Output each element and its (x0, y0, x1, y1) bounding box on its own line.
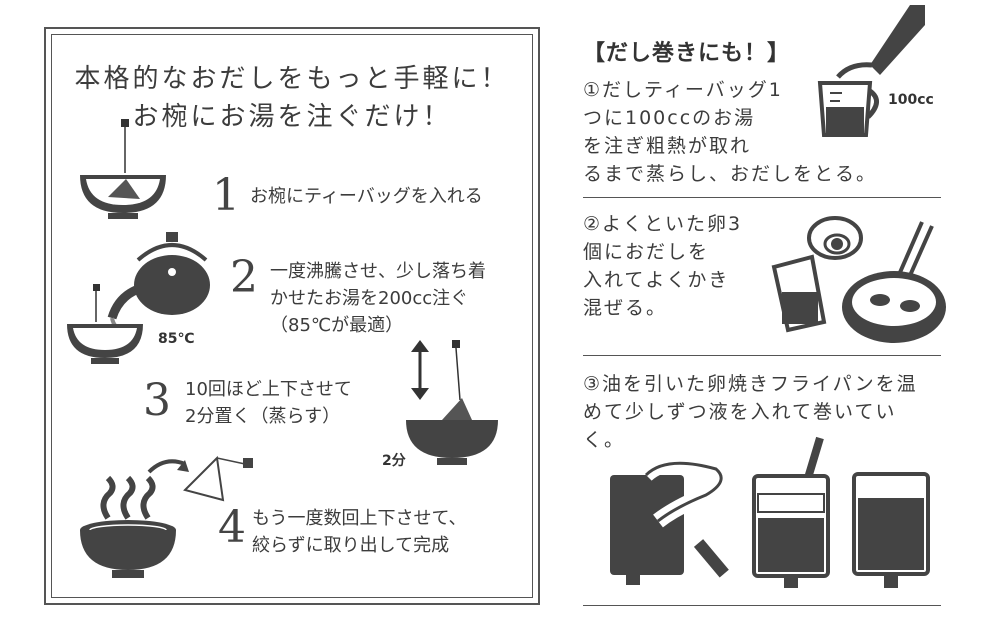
tamagoyaki-pan-3-icon (852, 472, 930, 588)
steaming-bowl-icon (80, 475, 176, 578)
temperature-label: 85℃ (158, 331, 195, 347)
left-panel-frame-outer (44, 27, 540, 605)
item1-line4: るまで蒸らし、おだしをとる。 (583, 163, 878, 185)
item2-line3: 入れてよくかき (583, 269, 730, 291)
item2-line4: 混ぜる。 (583, 297, 668, 319)
item1-line1: ①だしティーバッグ1 (583, 79, 783, 101)
item1-line2: つに100ccのお湯 (583, 107, 756, 129)
step4-number: 4 (218, 502, 246, 553)
step2-number: 2 (230, 252, 258, 303)
step2-line1: 一度沸騰させ、少し落ち着 (270, 261, 486, 282)
up-down-arrow-icon (411, 340, 429, 400)
step1-line1: お椀にティーバッグを入れる (250, 186, 483, 207)
measuring-cup-icon (817, 5, 925, 137)
tamagoyaki-pan-2-icon (752, 436, 830, 588)
step2-text: 一度沸騰させ、少し落ち着 かせたお湯を200cc注ぐ （85℃が最適） (270, 258, 530, 339)
teapot-icon (107, 232, 210, 332)
left-panel-frame-inner (51, 34, 533, 598)
measure-label: 100cc (888, 92, 934, 108)
item2-line1: ②よくといた卵3 (583, 213, 743, 235)
step2-line2: かせたお湯を200cc注ぐ (270, 288, 469, 309)
item1-line3: を注ぎ粗熱が取れ (583, 135, 752, 157)
step1-text: お椀にティーバッグを入れる (250, 183, 530, 210)
left-title-line2: お椀にお湯を注ぐだけ！ (132, 102, 452, 132)
step3-number: 3 (143, 375, 171, 426)
right-heading: 【だし巻きにも！】 (583, 41, 791, 66)
item2-line2: 個におだしを (583, 241, 710, 263)
item2-text: ②よくといた卵3 個におだしを 入れてよくかき 混ぜる。 (583, 210, 763, 322)
divider-2 (583, 355, 941, 356)
bowl-steep-icon (406, 340, 498, 465)
item3-line2: めて少しずつ液を入れて巻いてい (583, 401, 897, 423)
step4-line1: もう一度数回上下させて、 (252, 508, 467, 529)
frying-pan-icon (771, 221, 946, 343)
left-title-line1: 本格的なおだしをもっと手軽に！ (74, 64, 510, 94)
item3-line3: く。 (583, 429, 626, 451)
bowl-teabag-icon (80, 119, 166, 219)
item3-line1: ③油を引いた卵焼きフライパンを温 (583, 373, 918, 395)
step4-line2: 絞らずに取り出して完成 (252, 535, 450, 556)
divider-1 (583, 197, 941, 198)
tamagoyaki-pan-icon (610, 455, 730, 585)
time-label: 2分 (382, 453, 406, 469)
step3-line2: 2分置く（蒸らす） (185, 406, 341, 427)
bowl-pour-icon (67, 284, 143, 364)
step2-line3: （85℃が最適） (270, 315, 404, 336)
step1-number: 1 (212, 170, 240, 221)
step3-line1: 10回ほど上下させて (185, 379, 352, 400)
item3-text: ③油を引いた卵焼きフライパンを温 めて少しずつ液を入れて巻いてい く。 (583, 370, 953, 454)
teabag-icon (147, 455, 253, 502)
step4-text: もう一度数回上下させて、 絞らずに取り出して完成 (252, 505, 532, 559)
eggs-icon (807, 216, 863, 260)
step3-text: 10回ほど上下させて 2分置く（蒸らす） (185, 376, 405, 430)
item1-text: ①だしティーバッグ1 つに100ccのお湯 を注ぎ粗熱が取れ るまで蒸らし、おだ… (583, 76, 953, 188)
divider-3 (583, 605, 941, 606)
